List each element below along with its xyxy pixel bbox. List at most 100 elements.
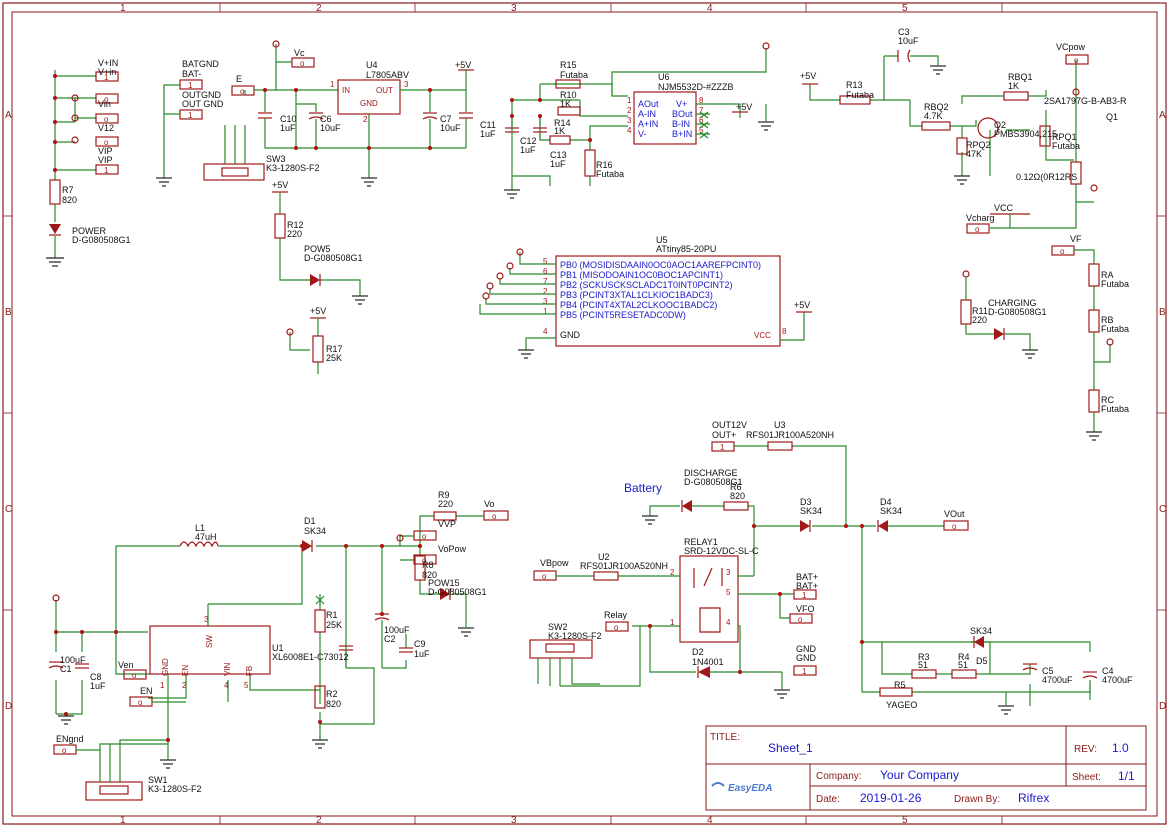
relay1-label: RELAY1 [684, 537, 718, 547]
r10-value: 1K [560, 99, 571, 109]
net-label: E [236, 74, 242, 84]
r6-value: 820 [730, 491, 745, 501]
col-label: 3 [511, 815, 517, 826]
rpq2-value: 47K [966, 149, 982, 159]
svg-text:2: 2 [670, 568, 675, 577]
u6-pin: V- [638, 129, 647, 139]
r15-label: R15 [560, 60, 577, 70]
svg-text:o: o [614, 623, 619, 632]
drawn-by-value: Rifrex [1018, 791, 1049, 805]
u6-value: NJM5532D-#ZZZB [658, 82, 734, 92]
net-label: OUT GND [182, 99, 224, 109]
u6-pin: B-IN [672, 119, 690, 129]
c12-label: C12 [520, 136, 537, 146]
r2-value: 820 [326, 699, 341, 709]
r5-label: R5 [894, 680, 906, 690]
c4-value: 4700uF [1102, 675, 1133, 685]
r12-label: R12 [287, 220, 304, 230]
c10-value: 1uF [280, 123, 296, 133]
svg-text:1: 1 [802, 591, 807, 600]
col-label: 5 [902, 3, 908, 14]
net-label: Vin [98, 99, 111, 109]
svg-text:o: o [1060, 247, 1065, 256]
c9-label: C9 [414, 639, 426, 649]
r13-value: Futaba [846, 90, 874, 100]
svg-text:3: 3 [204, 615, 209, 624]
net-label: OUTGND [182, 90, 221, 100]
svg-text:o: o [300, 59, 305, 68]
net-label: V+IN [98, 58, 118, 68]
u5-pin: PB2 (SCKUSCKSCLADC1T0INT0PCINT2) [560, 280, 733, 290]
r9-value: 220 [438, 499, 453, 509]
c8-label: C8 [90, 672, 102, 682]
q2-label: Q2 [994, 120, 1006, 130]
pin-out: OUT [376, 86, 393, 95]
company-label: Company: [816, 771, 862, 782]
net-label: Ven [118, 660, 134, 670]
net-label: GND [796, 644, 817, 654]
col-label: 1 [120, 815, 126, 826]
svg-text:o: o [240, 87, 245, 96]
c2-label: C2 [384, 634, 396, 644]
r8-value: 820 [422, 570, 437, 580]
svg-text:8: 8 [699, 96, 704, 105]
net-label: VIP [98, 146, 113, 156]
r17-label: R17 [326, 344, 343, 354]
d4-value: SK34 [880, 506, 902, 516]
rb-label: RB [1101, 315, 1114, 325]
svg-text:7: 7 [699, 106, 704, 115]
u1-pin: FB [245, 666, 254, 676]
row-label: A [5, 110, 12, 121]
r3-value: 51 [918, 660, 928, 670]
net-label: +5V [794, 300, 810, 310]
net-label: VVP [438, 519, 456, 529]
company-value: Your Company [880, 768, 959, 782]
svg-text:6: 6 [699, 116, 704, 125]
row-label: C [5, 504, 12, 515]
r14-value: 1K [554, 126, 565, 136]
u4-value: L7805ABV [366, 70, 409, 80]
svg-text:o: o [952, 522, 957, 531]
u1-pin: VIN [223, 662, 232, 676]
discharge-led-label: DISCHARGE [684, 468, 738, 478]
mcu-u5: U5 ATtiny85-20PU PB0 (MOSIDISDAAIN0OC0AO… [479, 235, 812, 359]
row-label: A [1159, 110, 1166, 121]
svg-text:1: 1 [104, 166, 109, 175]
pin-number: 6 [543, 267, 548, 276]
charging-led-label: CHARGING [988, 298, 1037, 308]
svg-text:o: o [138, 698, 143, 707]
svg-text:4: 4 [224, 681, 229, 690]
row-label: D [1159, 701, 1166, 712]
c1-value: 100uF [60, 655, 86, 665]
c7-value: 10uF [440, 123, 461, 133]
net-label: OUT12V [712, 420, 747, 430]
l1-label: L1 [195, 523, 205, 533]
net-label: Vcharg [966, 213, 995, 223]
u5-pin: PB4 (PCINT4XTAL2CLKOOC1BADC2) [560, 300, 717, 310]
pin-in: IN [342, 86, 350, 95]
rbq2-value: 4.7K [924, 111, 943, 121]
sw2-label: SW2 [548, 622, 568, 632]
charging-led-value: D-G080508G1 [988, 307, 1047, 317]
svg-text:2: 2 [363, 115, 368, 124]
r10-label: R10 [560, 90, 577, 100]
r13-label: R13 [846, 80, 863, 90]
r8-label: R8 [422, 560, 434, 570]
r11-value: 220 [972, 315, 987, 325]
net-label: BAT+ [796, 572, 818, 582]
c10-label: C10 [280, 114, 297, 124]
ra-value: Futaba [1101, 279, 1129, 289]
svg-text:1: 1 [188, 111, 193, 120]
net-label: +5V [272, 180, 288, 190]
r12-value: 220 [287, 229, 302, 239]
svg-text:o: o [1074, 56, 1079, 65]
u5-pin: GND [560, 330, 581, 340]
svg-text:o: o [492, 512, 497, 521]
svg-text:3: 3 [404, 80, 409, 89]
c12-value: 1uF [520, 145, 536, 155]
r14-label: R14 [554, 118, 571, 128]
svg-text:5: 5 [699, 126, 704, 135]
r4-label: R4 [958, 652, 970, 662]
discharge-led-value: D-G080508G1 [684, 477, 743, 487]
sheet-title: Sheet_1 [768, 741, 813, 755]
